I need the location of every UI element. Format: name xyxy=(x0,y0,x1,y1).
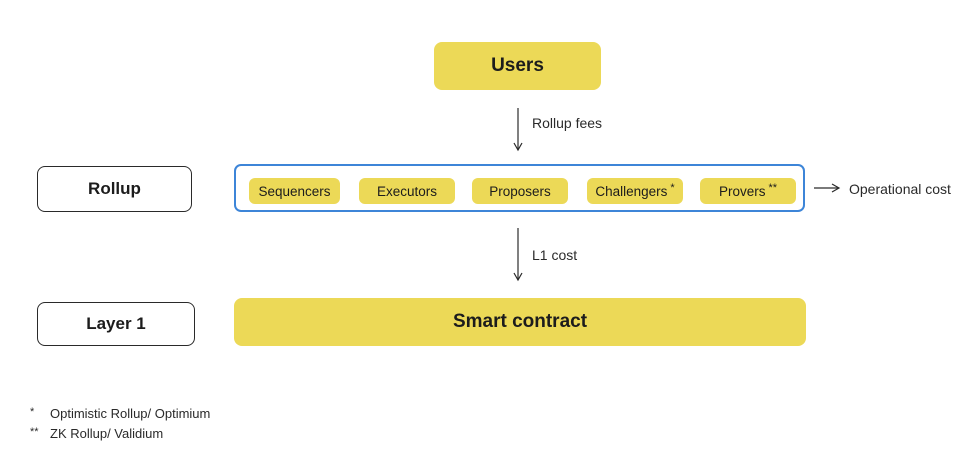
layer1-label-text: Layer 1 xyxy=(86,314,146,333)
role-provers: Provers** xyxy=(700,178,796,204)
rollup-fees-label: Rollup fees xyxy=(532,115,603,131)
role-label: Sequencers xyxy=(258,183,331,199)
smart-contract-label: Smart contract xyxy=(452,311,588,332)
users-label: Users xyxy=(491,55,544,76)
users-node: Users xyxy=(434,42,601,90)
footnote-text: Optimistic Rollup/ Optimium xyxy=(50,406,211,421)
footnote-optimistic: * Optimistic Rollup/ Optimium xyxy=(30,406,210,421)
layer1-row-label: Layer 1 xyxy=(37,302,195,346)
role-label: Executors xyxy=(376,183,438,199)
rollup-label-text: Rollup xyxy=(88,179,141,198)
rollup-roles-container xyxy=(234,164,805,212)
footnote-text: ZK Rollup/ Validium xyxy=(50,426,164,441)
footnote-zk: ** ZK Rollup/ Validium xyxy=(30,426,163,441)
footnote-marker: * xyxy=(670,182,675,194)
operational-cost-label: Operational cost xyxy=(849,181,951,197)
footnote-marker: ** xyxy=(768,182,778,194)
rollup-row-label: Rollup xyxy=(37,166,192,212)
footnote-marker: * xyxy=(30,406,35,418)
role-executors: Executors xyxy=(359,178,455,204)
role-label: Challengers xyxy=(595,183,668,199)
role-sequencers: Sequencers xyxy=(249,178,340,204)
smart-contract-node: Smart contract xyxy=(234,298,806,346)
footnote-marker: ** xyxy=(30,426,39,438)
role-proposers: Proposers xyxy=(472,178,568,204)
role-label: Provers xyxy=(718,183,766,199)
role-challengers: Challengers* xyxy=(587,178,683,204)
role-label: Proposers xyxy=(489,183,551,199)
l1-cost-label: L1 cost xyxy=(532,247,578,263)
